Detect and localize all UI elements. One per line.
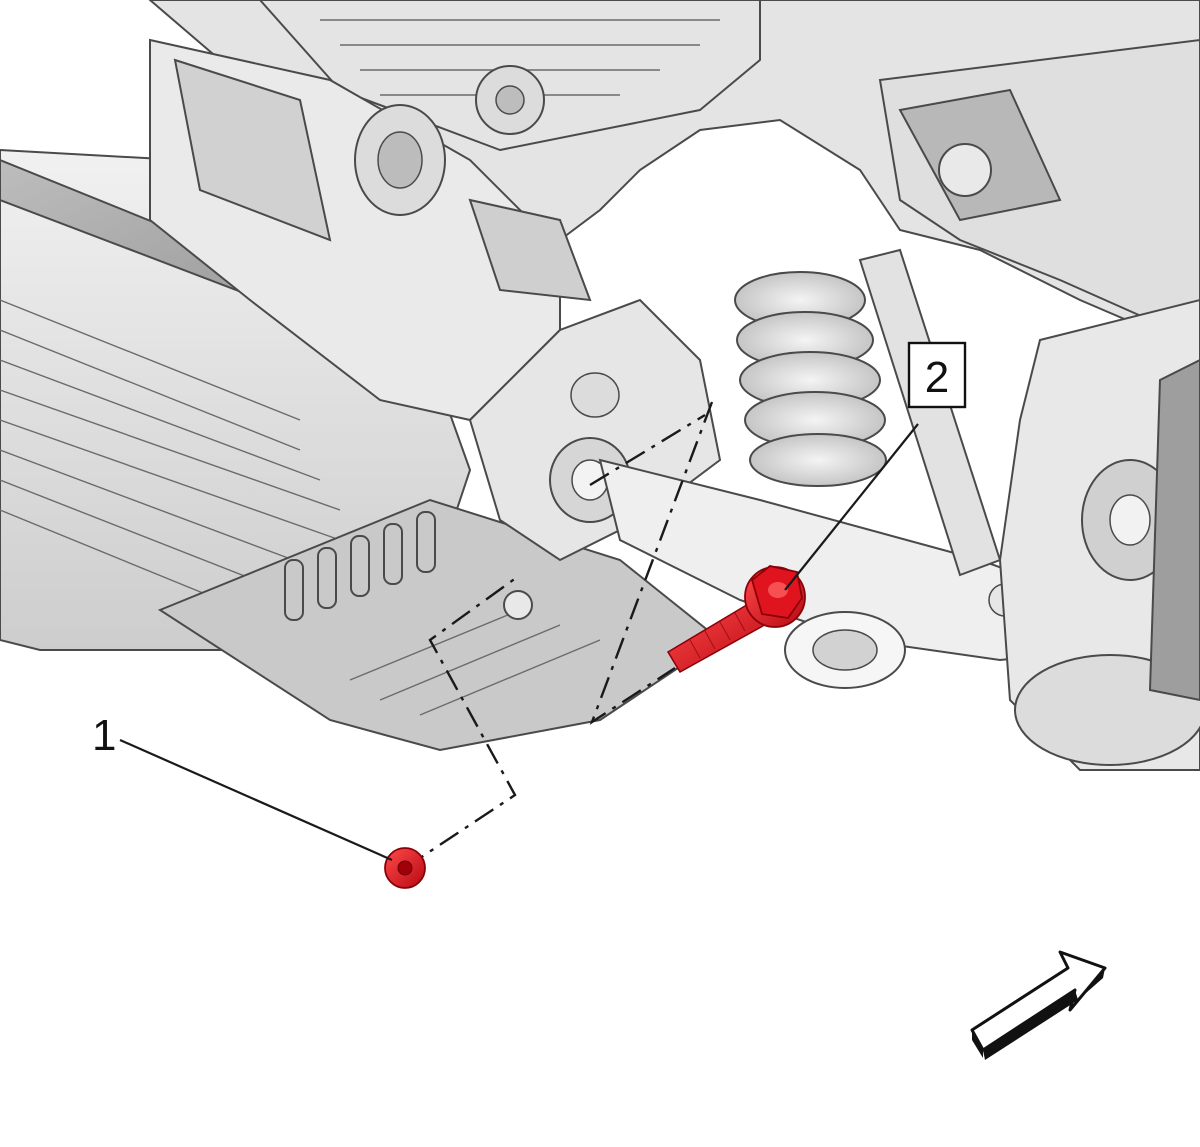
callout-1: 1	[92, 711, 393, 862]
vehicle-underbody	[0, 0, 1200, 771]
coil-spring	[734, 271, 887, 487]
callout-1-label: 1	[92, 711, 116, 760]
callout-1-leader	[119, 738, 393, 862]
callout-2: 2	[784, 341, 967, 591]
callout-2-box	[907, 341, 967, 409]
callout-2-leader	[784, 423, 919, 591]
bolt-part	[666, 565, 806, 674]
nut-part	[384, 847, 426, 889]
front-of-vehicle-arrow-icon	[970, 950, 1107, 1060]
installation-paths	[404, 401, 714, 869]
callout-2-label: 2	[925, 353, 949, 402]
